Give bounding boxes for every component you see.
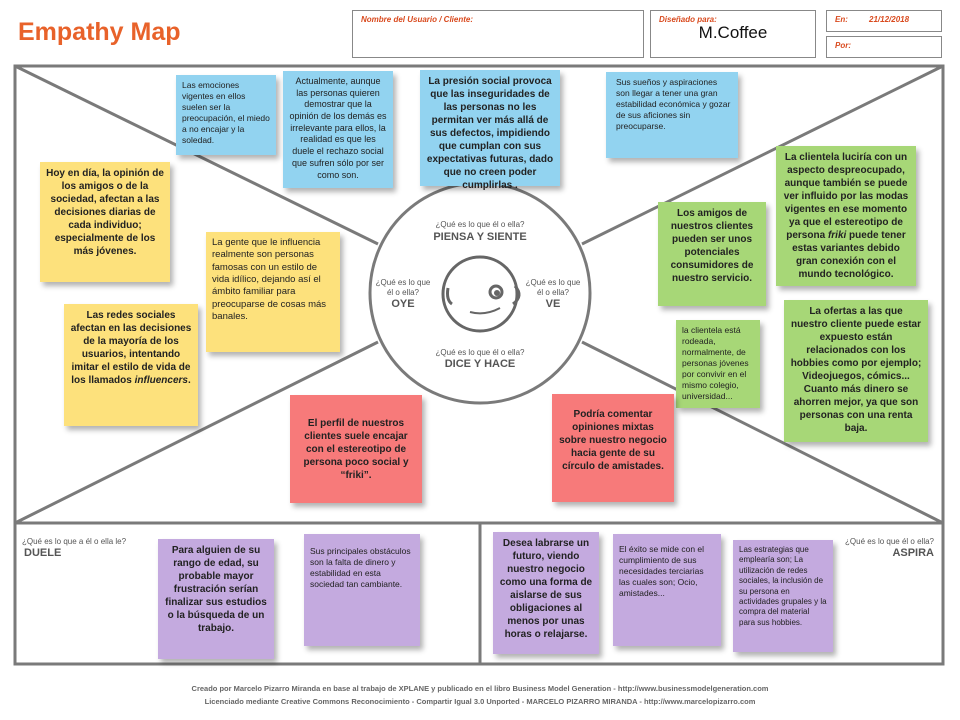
piensa-title: PIENSA Y SIENTE xyxy=(433,231,527,243)
sticky-note-duele-2[interactable]: Sus principales obstáculos son la falta … xyxy=(304,534,420,646)
sticky-note-ve-4[interactable]: La ofertas a las que nuestro cliente pue… xyxy=(784,300,928,442)
footer-credits: Creado por Marcelo Pizarro Miranda en ba… xyxy=(191,684,769,693)
user-name-label: Nombre del Usuario / Cliente: xyxy=(361,15,474,24)
aspira-title: ASPIRA xyxy=(892,547,934,559)
date-label: En: xyxy=(835,15,848,24)
sticky-note-dice-2[interactable]: Podría comentar opiniones mixtas sobre n… xyxy=(552,394,674,502)
sticky-note-aspira-1[interactable]: Desea labrarse un futuro, viendo nuestro… xyxy=(493,532,599,654)
ve-3-text: La clientela luciría con un aspecto desp… xyxy=(783,152,909,241)
page-title: Empathy Map xyxy=(18,18,181,46)
ve-3-italic: friki xyxy=(827,230,847,241)
duele-title: DUELE xyxy=(24,547,62,559)
designed-for-label: Diseñado para: xyxy=(659,15,717,24)
sticky-note-piensa-3[interactable]: La presión social provoca que las insegu… xyxy=(420,70,560,191)
aspira-question: ¿Qué es lo que él o ella? xyxy=(845,537,934,546)
sticky-note-piensa-4[interactable]: Sus sueños y aspiraciones son llegar a t… xyxy=(606,72,738,158)
ve-question: ¿Qué es lo que él o ella? xyxy=(525,278,581,297)
duele-question: ¿Qué es lo que a él o ella le? xyxy=(22,537,127,546)
sticky-note-ve-2[interactable]: la clientela está rodeada, normalmente, … xyxy=(676,320,760,408)
oye-3-italic: influencers xyxy=(134,375,188,386)
sticky-note-ve-1[interactable]: Los amigos de nuestros clientes pueden s… xyxy=(658,202,766,306)
face-icon xyxy=(441,255,521,333)
designed-for-field[interactable]: Diseñado para: M.Coffee xyxy=(650,10,816,58)
sticky-note-aspira-3[interactable]: Las estrategias que emplearía son; La ut… xyxy=(733,540,833,652)
designed-for-value: M.Coffee xyxy=(698,23,768,42)
footer-license: Licenciado mediante Creative Commons Rec… xyxy=(204,697,756,706)
oye-3-text: Las redes sociales afectan en las decisi… xyxy=(70,310,192,386)
oye-3-end: . xyxy=(187,375,191,386)
sticky-note-duele-1[interactable]: Para alguien de su rango de edad, su pro… xyxy=(158,539,274,659)
sticky-note-aspira-2[interactable]: El éxito se mide con el cumplimiento de … xyxy=(613,534,721,646)
date-value: 21/12/2018 xyxy=(869,15,910,24)
sticky-note-ve-3[interactable]: La clientela luciría con un aspecto desp… xyxy=(776,146,916,286)
date-field[interactable]: En: 21/12/2018 xyxy=(826,10,942,32)
piensa-question: ¿Qué es lo que él o ella? xyxy=(435,220,525,229)
oye-title: OYE xyxy=(391,298,415,310)
sticky-note-piensa-2[interactable]: Actualmente, aunque las personas quieren… xyxy=(283,71,393,188)
oye-question: ¿Qué es lo que él o ella? xyxy=(375,278,431,297)
ve-title: VE xyxy=(545,298,561,310)
dice-question: ¿Qué es lo que él o ella? xyxy=(435,348,525,357)
sticky-note-piensa-1[interactable]: Las emociones vigentes en ellos suelen s… xyxy=(176,75,276,155)
sticky-note-oye-2[interactable]: La gente que le influencia realmente son… xyxy=(206,232,340,352)
by-label: Por: xyxy=(835,41,851,50)
by-field[interactable]: Por: xyxy=(826,36,942,58)
sticky-note-oye-3[interactable]: Las redes sociales afectan en las decisi… xyxy=(64,304,198,426)
sticky-note-oye-1[interactable]: Hoy en día, la opinión de los amigos o d… xyxy=(40,162,170,282)
user-name-field[interactable]: Nombre del Usuario / Cliente: xyxy=(352,10,644,58)
sticky-note-dice-1[interactable]: El perfil de nuestros clientes suele enc… xyxy=(290,395,422,503)
ve-3-end: puede tener estas variantes debido gran … xyxy=(792,230,906,280)
dice-title: DICE Y HACE xyxy=(444,358,516,370)
